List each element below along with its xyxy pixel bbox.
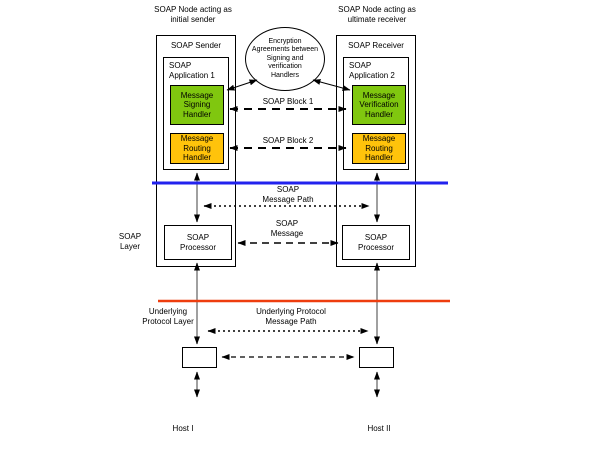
host2-box <box>359 347 394 368</box>
soap-message-path-label: SOAP Message Path <box>262 185 314 204</box>
underlying-protocol-layer-label: Underlying Protocol Layer <box>142 307 194 326</box>
soap-processor-box-left: SOAP Processor <box>164 225 232 260</box>
host1-box <box>182 347 217 368</box>
host1-label: Host I <box>172 424 194 433</box>
initial-sender-node-label: SOAP Node acting as initial sender <box>154 5 232 24</box>
soap-processor-box-right: SOAP Processor <box>342 225 410 260</box>
ultimate-receiver-node-label: SOAP Node acting as ultimate receiver <box>338 5 416 24</box>
soap-layer-label: SOAP Layer <box>118 232 142 251</box>
soap-block1-label: SOAP Block 1 <box>262 97 314 106</box>
message-signing-handler-box: Message Signing Handler <box>170 85 224 125</box>
soap-sender-title: SOAP Sender <box>170 41 222 50</box>
soap-application1-label: SOAP Application 1 <box>169 61 215 80</box>
message-routing-handler-box-right: Message Routing Handler <box>352 133 406 164</box>
message-routing-handler-box-left: Message Routing Handler <box>170 133 224 164</box>
soap-receiver-title: SOAP Receiver <box>348 41 404 50</box>
underlying-protocol-message-path-label: Underlying Protocol Message Path <box>256 307 326 326</box>
soap-application2-label: SOAP Application 2 <box>349 61 395 80</box>
soap-block2-label: SOAP Block 2 <box>262 136 314 145</box>
soap-message-label: SOAP Message <box>270 219 304 238</box>
encryption-agreements-ellipse: Encryption Agreements between Signing an… <box>245 27 325 91</box>
message-verification-handler-box: Message Verification Handler <box>352 85 406 125</box>
host2-label: Host II <box>367 424 391 433</box>
